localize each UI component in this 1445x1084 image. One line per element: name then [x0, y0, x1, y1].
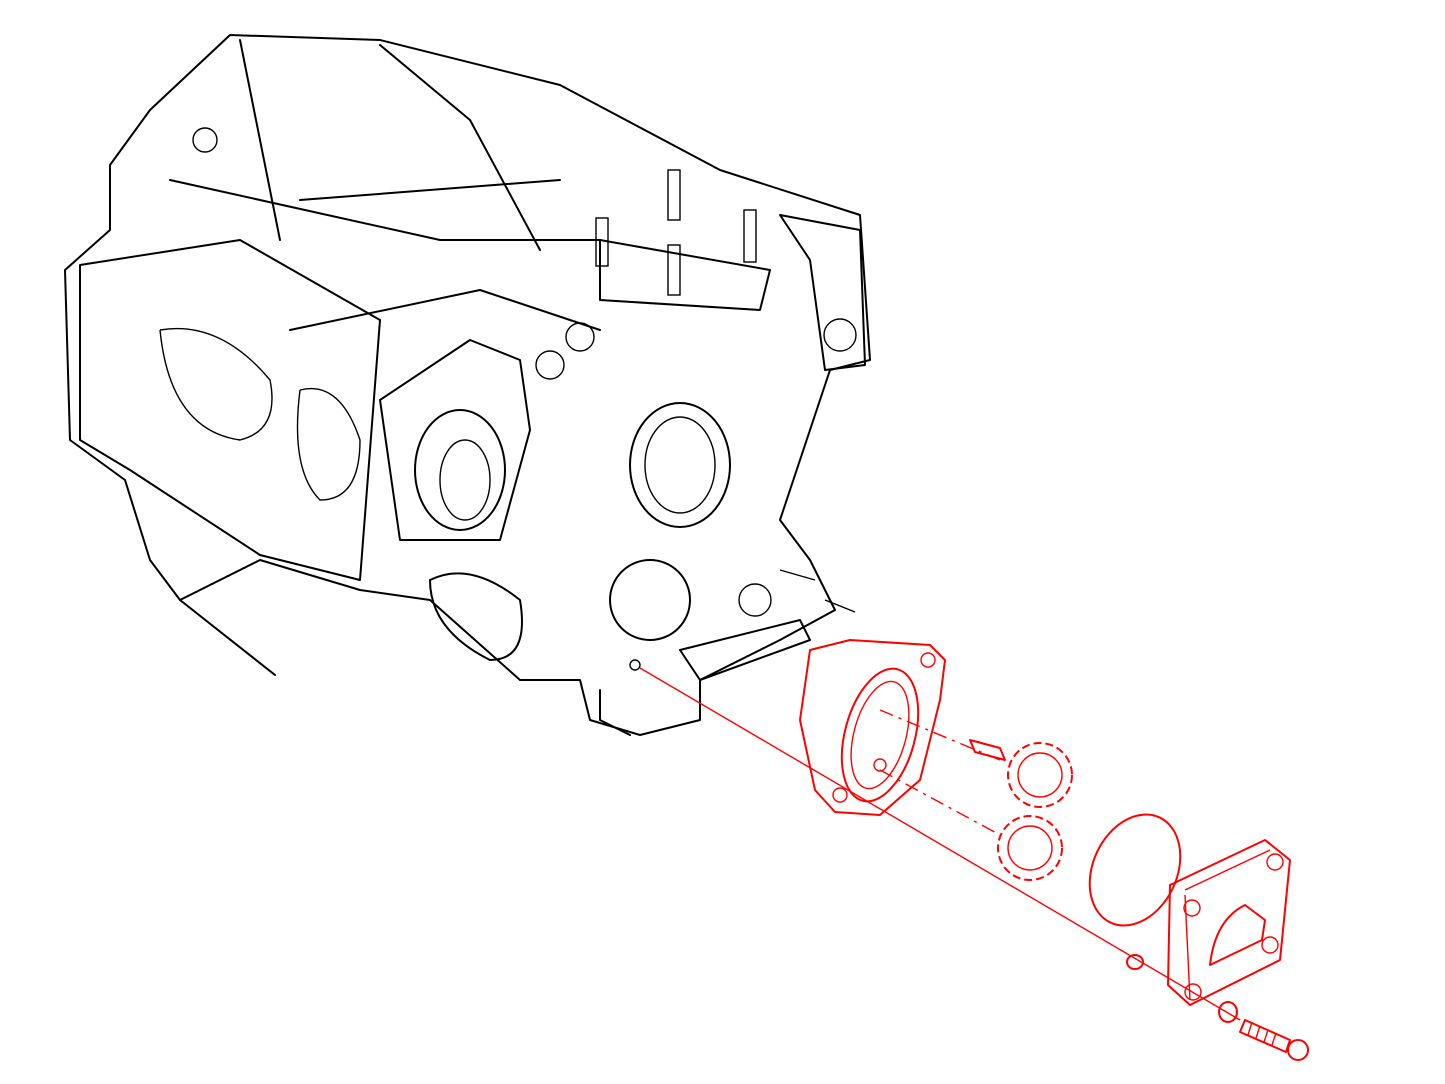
assembly-line: [639, 667, 1241, 1021]
engine-crankcase: [64, 34, 871, 736]
drive-gear: [969, 739, 1073, 808]
driven-gear: [997, 815, 1063, 881]
screw: [1239, 1019, 1309, 1061]
oil-pump-housing: [799, 639, 946, 816]
washer: [1218, 1001, 1238, 1023]
gear-axis-line: [879, 709, 1001, 761]
gear-axis-line: [879, 769, 1001, 836]
o-ring: [1088, 813, 1182, 927]
small-seal: [1126, 954, 1144, 970]
cover-plate: [1167, 839, 1291, 1006]
